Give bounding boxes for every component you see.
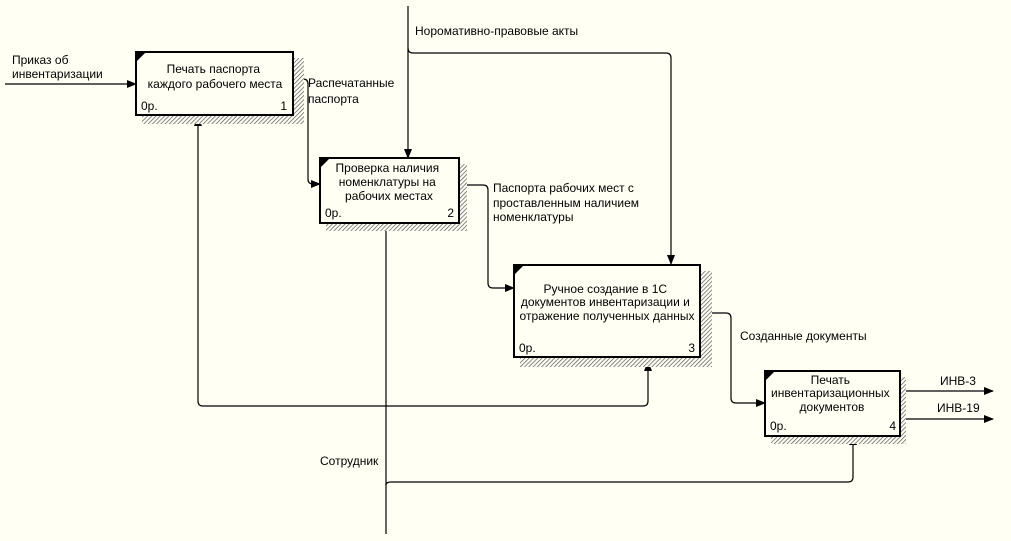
box-4-title-line: инвентаризационных [771,386,890,400]
box-3-cost: 0р. [519,341,536,355]
box-4-title-line: Печать [811,373,850,387]
arrow-mechanism-to-box1[interactable] [194,116,386,407]
box-4-number: 4 [889,419,896,433]
box-1-number: 1 [280,99,287,113]
label-control-acts: Норомативно-правовые акты [415,24,578,38]
box-1-title-line: Печать паспорта [167,62,261,76]
activity-box-1[interactable]: Печать паспорта каждого рабочего места 0… [135,51,304,124]
arrow-checked-passports[interactable] [460,184,515,292]
box-2-cost: 0р. [325,206,342,220]
activity-box-3[interactable]: Ручное создание в 1С документов инвентар… [513,264,712,367]
box-2-number: 2 [447,206,454,220]
box-3-title-line: документов инвентаризации и [521,295,690,309]
box-3-title: Ручное создание в 1С документов инвентар… [520,282,695,323]
box-4-title-line: документов [800,400,865,414]
label-mechanism-employee: Сотрудник [320,454,379,468]
box-2-title-line: номенклатуры на [339,175,436,189]
box-3-title-line: Ручное создание в 1С [544,282,668,296]
box-4-cost: 0р. [770,419,787,433]
arrow-printed-passports[interactable] [293,78,321,188]
box-2-title-line: рабочих местах [345,189,433,203]
box-2-title: Проверка наличия номенклатуры на рабочих… [336,161,443,203]
arrow-created-docs[interactable] [700,312,766,407]
box-4-title: Печать инвентаризационных документов [771,373,893,414]
arrow-control-acts-to-box3[interactable] [407,47,675,265]
box-1-cost: 0р. [141,99,158,113]
label-printed-passports: Распечатанные паспорта [308,76,398,106]
activity-box-4[interactable]: Печать инвентаризационных документов 0р.… [764,370,906,444]
box-3-title-line: отражение полученных данных [520,309,695,323]
label-input-order: Приказ об инвентаризации [12,53,103,81]
label-checked-passports: Паспорта рабочих мест с проставленным на… [493,181,642,224]
box-1-title-line: каждого рабочего места [148,77,283,91]
box-1-title: Печать паспорта каждого рабочего места [148,62,283,91]
label-output-inv19: ИНВ-19 [937,401,980,415]
activity-box-2[interactable]: Проверка наличия номенклатуры на рабочих… [319,157,467,231]
arrow-mechanism-to-box4[interactable] [385,435,857,486]
box-3-number: 3 [688,341,695,355]
arrow-mechanism-to-box3[interactable] [386,361,652,407]
label-output-inv3: ИНВ-3 [940,374,976,388]
box-2-title-line: Проверка наличия [336,161,440,175]
label-created-docs: Созданные документы [740,329,867,343]
